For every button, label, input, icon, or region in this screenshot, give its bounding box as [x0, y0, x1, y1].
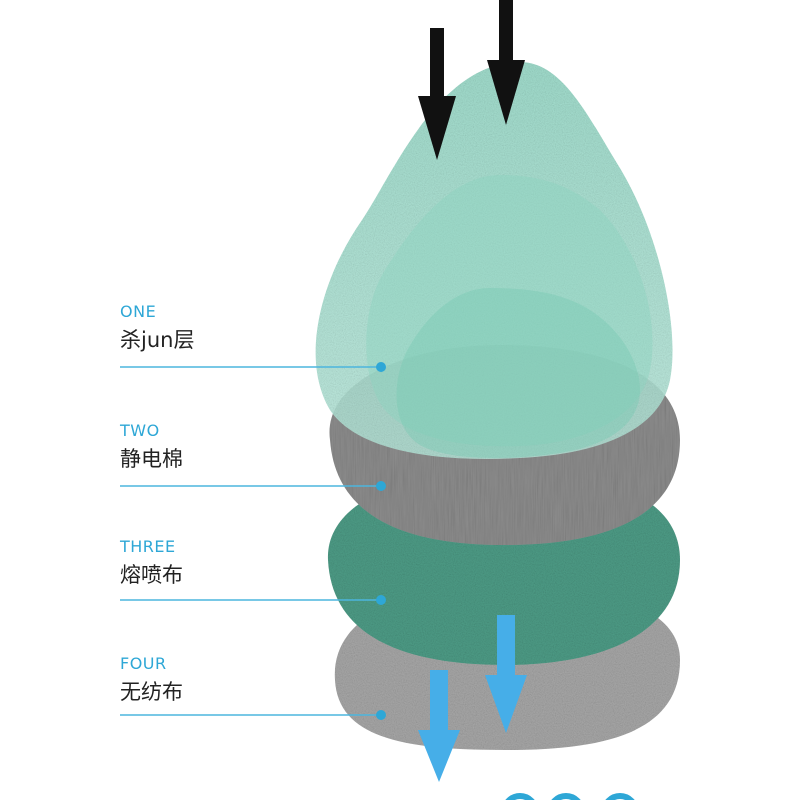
layer-one-shape	[315, 62, 673, 459]
arrow-down-icon	[487, 0, 525, 125]
layer-name: 无纺布	[120, 680, 183, 704]
layer-name: 熔喷布	[120, 563, 183, 587]
arrow-down-icon	[418, 28, 456, 160]
layer-label-four: FOUR 无纺布	[120, 654, 380, 706]
layer-name: 静电棉	[120, 447, 183, 471]
layer-one-core-shape	[396, 288, 640, 458]
layer-label-one: ONE 杀jun层	[120, 302, 380, 354]
layer-number: ONE	[120, 302, 157, 321]
outflow-arrows	[418, 615, 527, 782]
layer-number: TWO	[120, 421, 160, 440]
bottom-decor-circles	[505, 793, 635, 800]
arrow-down-icon	[418, 670, 460, 782]
dot-marker-icon	[376, 362, 386, 372]
dot-marker-icon	[376, 595, 386, 605]
markers	[376, 362, 386, 720]
layer-name: 杀jun层	[120, 328, 195, 352]
layer-one-inner-shape	[366, 175, 653, 447]
inflow-arrows	[418, 0, 525, 160]
arrow-down-icon	[485, 615, 527, 733]
layer-label-two: TWO 静电棉	[120, 421, 380, 473]
dot-marker-icon	[376, 710, 386, 720]
layer-number: FOUR	[120, 654, 167, 673]
dot-marker-icon	[376, 481, 386, 491]
leader-lines	[120, 366, 381, 716]
layer-label-three: THREE 熔喷布	[120, 537, 380, 589]
layer-number: THREE	[120, 537, 176, 556]
